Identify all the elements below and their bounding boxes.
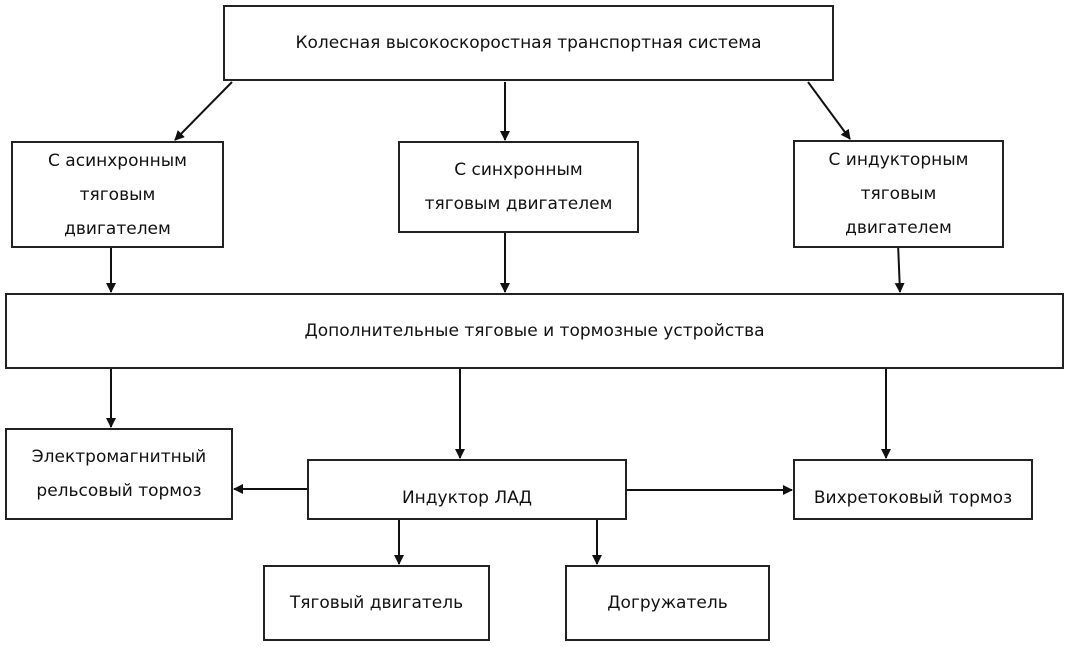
node-inductor: С индукторным тяговым двигателем: [793, 140, 1004, 248]
node-electromagnetic: Электромагнитный рельсовый тормоз: [5, 428, 233, 520]
node-traction: Тяговый двигатель: [263, 565, 490, 641]
node-root: Колесная высокоскоростная транспортная с…: [223, 5, 834, 81]
node-sync: С синхронным тяговым двигателем: [398, 141, 639, 233]
node-additional: Дополнительные тяговые и тормозные устро…: [5, 293, 1064, 369]
node-lad: Индуктор ЛАД: [307, 459, 627, 520]
arrow-root-to-inductor: [807, 81, 851, 140]
node-loader: Догружатель: [565, 565, 770, 641]
node-async: С асинхронным тяговым двигателем: [11, 141, 224, 248]
node-eddy: Вихретоковый тормоз: [793, 459, 1033, 520]
arrow-inductor-to-additional: [894, 242, 905, 293]
arrow-root-to-async: [174, 81, 233, 141]
